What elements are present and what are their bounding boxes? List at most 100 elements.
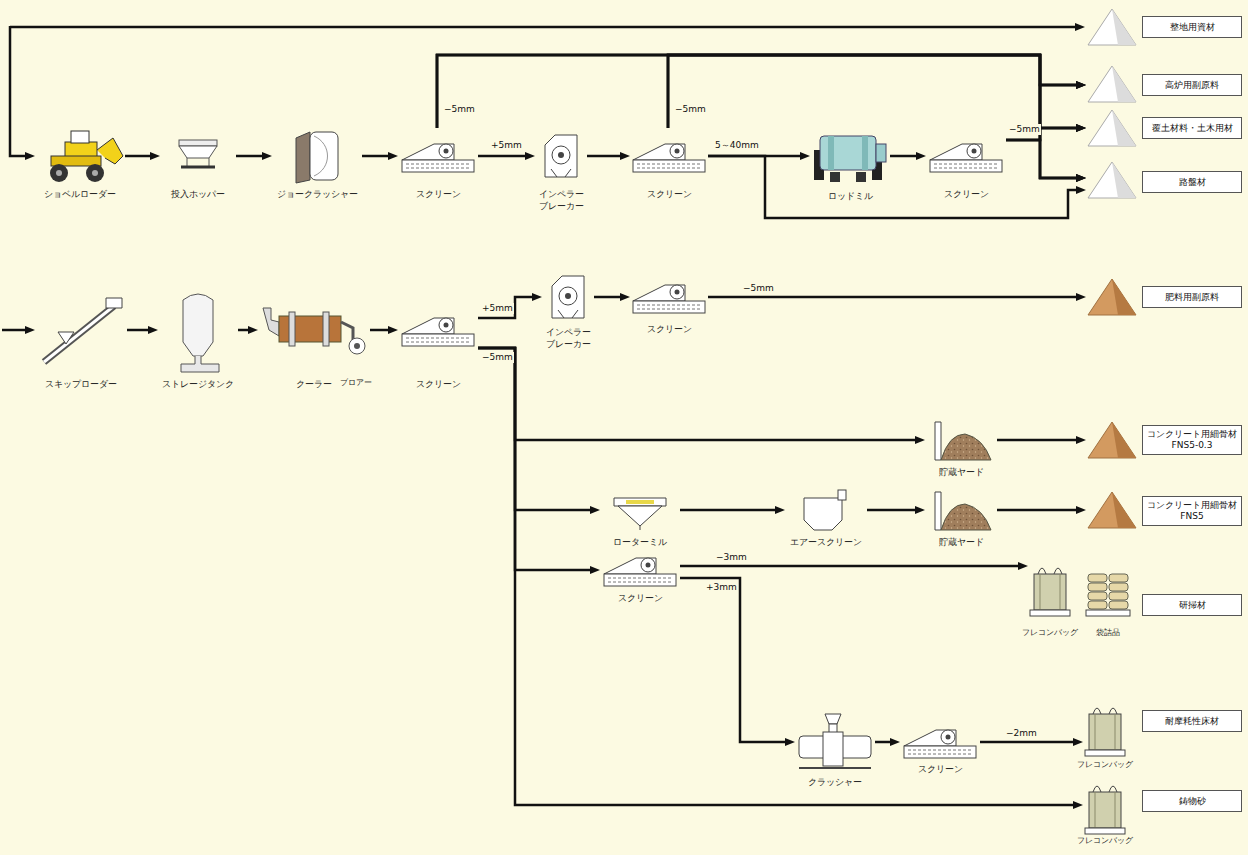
- size-label: +5mm: [490, 140, 523, 151]
- flow-arrow: [594, 296, 625, 299]
- product: 整地用資材: [1086, 7, 1242, 47]
- equipment-label: 貯蔵ヤード: [925, 536, 997, 548]
- equipment-icon: [35, 128, 125, 184]
- equipment: 貯蔵ヤード: [925, 418, 997, 478]
- equipment: スクリーン: [630, 128, 708, 200]
- flow-arrow: [680, 509, 780, 512]
- flow-arrow: [127, 329, 153, 332]
- size-label: −2mm: [1005, 728, 1038, 739]
- equipment-label: エアースクリーン: [785, 536, 867, 548]
- flow-arrow: [478, 348, 1078, 805]
- equipment-label: ローターミル: [600, 536, 680, 548]
- equipment-icon: [398, 310, 478, 350]
- product-box: コンクリート用細骨材 FNS5: [1142, 496, 1242, 526]
- flow-arrow: [478, 348, 920, 440]
- flow-arrow: [478, 155, 530, 158]
- equipment: スクリーン: [926, 128, 1006, 200]
- equipment: スクリーン: [630, 275, 708, 335]
- size-label: −5mm: [481, 352, 514, 363]
- equipment: ローターミル: [600, 488, 680, 548]
- product: 覆土材料・土木用材: [1086, 108, 1242, 148]
- equipment-icon: [1084, 562, 1132, 618]
- equipment-icon: [259, 300, 369, 360]
- equipment-label: スクリーン: [600, 592, 680, 604]
- flow-arrow: [437, 55, 1081, 128]
- product-box: 覆土材料・土木用材: [1142, 117, 1242, 139]
- equipment-label: ロッドミル: [810, 190, 890, 202]
- product-name: 路盤材: [1179, 177, 1206, 188]
- product-box: コンクリート用細骨材 FNS5-0.3: [1142, 425, 1242, 455]
- flow-arrow: [708, 156, 1081, 218]
- equipment-icon: [926, 136, 1006, 176]
- equipment-icon: [1086, 277, 1138, 317]
- size-label: +3mm: [705, 582, 738, 593]
- equipment: エアースクリーン: [785, 488, 867, 548]
- feed-line: [10, 26, 1080, 29]
- part-label: フレコンバッグ: [1077, 760, 1133, 770]
- part-label: ブロアー: [340, 378, 372, 388]
- product-name: 鋳物砂: [1179, 796, 1206, 807]
- product-box: 研掃材: [1142, 594, 1242, 616]
- product-name: 高炉用副原料: [1165, 80, 1219, 91]
- equipment-label: ショベルローダー: [35, 188, 125, 200]
- flow-arrow: [587, 155, 625, 158]
- equipment: 貯蔵ヤード: [925, 488, 997, 548]
- part-label: フレコンバッグ: [1077, 836, 1133, 846]
- part-label: フレコンバッグ: [1022, 628, 1078, 638]
- equipment-icon: [292, 128, 342, 184]
- equipment-label: スクリーン: [398, 188, 478, 200]
- equipment-label: インペラー ブレーカー: [535, 188, 587, 212]
- product-box: 肥料用副原料: [1142, 286, 1242, 308]
- equipment-icon: [1086, 7, 1138, 47]
- equipment-icon: [1083, 702, 1127, 758]
- equipment: ジョークラッシャー: [272, 128, 362, 200]
- product-name: 覆土材料・土木用材: [1152, 123, 1233, 134]
- equipment-label: インペラー ブレーカー: [542, 326, 594, 350]
- product: 耐摩耗性床材: [1083, 700, 1242, 760]
- equipment-label: 貯蔵ヤード: [925, 466, 997, 478]
- equipment: スキップローダー: [35, 286, 127, 390]
- equipment-icon: [610, 490, 670, 530]
- flow-arrow: [668, 55, 1081, 128]
- size-label: 5～40mm: [714, 140, 760, 151]
- flow-arrow: [875, 741, 895, 744]
- equipment-icon: [629, 136, 709, 176]
- product-box: 路盤材: [1142, 171, 1242, 193]
- equipment-icon: [539, 131, 583, 181]
- equipment-label: スキップローダー: [35, 378, 127, 390]
- equipment-icon: [173, 286, 223, 374]
- flow-arrow: [980, 741, 1078, 744]
- equipment: インペラー ブレーカー: [542, 272, 594, 350]
- equipment-label: ジョークラッシャー: [272, 188, 362, 200]
- equipment: インペラー ブレーカー: [535, 128, 587, 212]
- flow-arrow: [890, 155, 921, 158]
- flow-arrow: [437, 55, 1081, 128]
- product: 研掃材: [1028, 560, 1242, 620]
- equipment-icon: [795, 712, 875, 772]
- product-name: コンクリート用細骨材 FNS5-0.3: [1146, 429, 1238, 451]
- flow-arrow: [867, 509, 920, 512]
- product: 路盤材: [1086, 160, 1242, 200]
- size-label: +5mm: [481, 303, 514, 314]
- size-label: −5mm: [1008, 124, 1041, 135]
- product-box: 鋳物砂: [1142, 790, 1242, 812]
- equipment: ロッドミル: [810, 126, 890, 202]
- flow-arrow: [668, 55, 1081, 128]
- flow-arrow: [478, 297, 537, 318]
- product: 高炉用副原料: [1086, 64, 1242, 104]
- flow-arrow: [997, 439, 1081, 442]
- equipment-label: クラッシャー: [795, 776, 875, 788]
- product-box: 高炉用副原料: [1142, 74, 1242, 96]
- size-label: −5mm: [443, 104, 476, 115]
- equipment-icon: [36, 290, 126, 370]
- part-label: 袋詰品: [1096, 628, 1120, 638]
- flow-arrow: [125, 155, 155, 158]
- flow-arrow: [370, 329, 393, 332]
- equipment: スクリーン: [900, 725, 980, 775]
- size-label: −5mm: [742, 283, 775, 294]
- product: コンクリート用細骨材 FNS5-0.3: [1086, 420, 1242, 460]
- flow-arrow: [478, 348, 595, 570]
- equipment: クーラー: [258, 286, 370, 390]
